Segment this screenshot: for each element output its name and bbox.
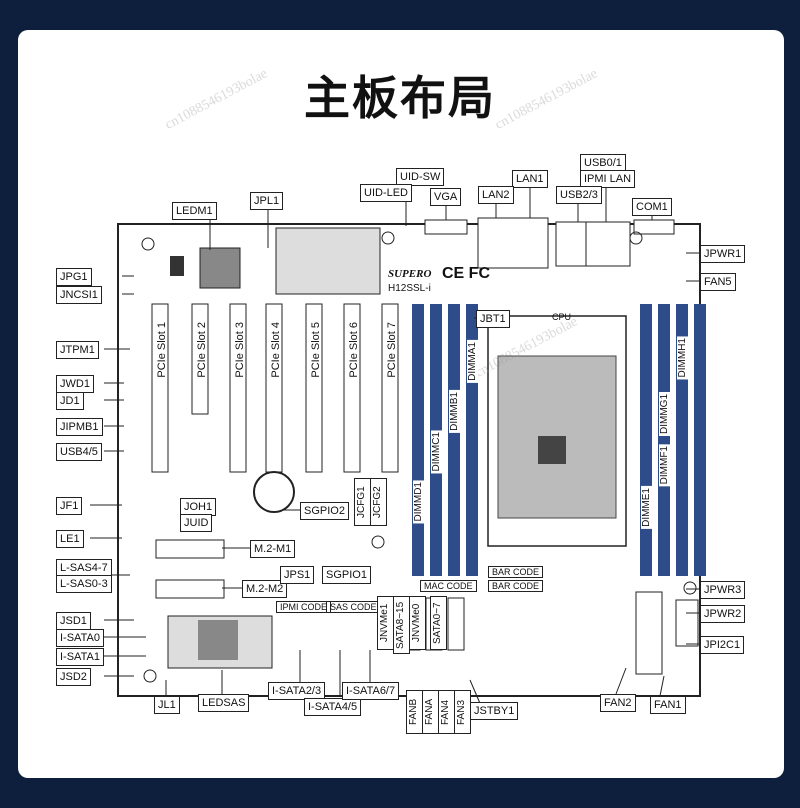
label-sata815: SATA8~15 <box>393 596 410 654</box>
dimm-a1: DIMMA1 <box>467 340 478 383</box>
label-jstby1: JSTBY1 <box>470 702 519 720</box>
label-sgpio2: SGPIO2 <box>300 502 349 520</box>
label-jbt1: JBT1 <box>476 310 510 328</box>
cpu-label: CPU <box>552 312 572 322</box>
label-isata0: I-SATA0 <box>56 629 104 647</box>
dimm-f1: DIMMF1 <box>659 444 670 487</box>
label-jd1: JD1 <box>56 392 84 410</box>
label-jpwr3: JPWR3 <box>700 581 746 599</box>
label-vga: VGA <box>430 188 462 206</box>
pcie-slot-7: PCIe Slot 7 <box>386 322 398 378</box>
page-title: 主板布局 <box>304 71 496 125</box>
label-lan2: LAN2 <box>478 186 514 204</box>
lan-ports <box>477 217 549 269</box>
label-fan1: FAN1 <box>650 696 686 714</box>
label-jpwr1: JPWR1 <box>700 245 746 263</box>
label-ipmi-lan: IPMI LAN <box>580 170 636 188</box>
label-ledm1: LEDM1 <box>172 202 217 220</box>
jpwr3-connector <box>635 591 663 675</box>
label-jsd2: JSD2 <box>56 668 91 686</box>
label-sata07: SATA0~7 <box>430 596 447 650</box>
dimm-h1: DIMMH1 <box>677 336 688 380</box>
pcie-slot-2: PCIe Slot 2 <box>196 322 208 378</box>
label-jpi2c1: JPI2C1 <box>700 636 745 654</box>
aspeed-area <box>275 227 381 295</box>
label-jps1: JPS1 <box>280 566 315 584</box>
board-model: H12SSL-i <box>388 283 431 294</box>
label-sgpio1: SGPIO1 <box>322 566 371 584</box>
label-jnvme0: JNVMe0 <box>409 596 426 650</box>
label-isata67: I-SATA6/7 <box>342 682 400 700</box>
pcie-slot-5: PCIe Slot 5 <box>310 322 322 378</box>
dimm-e1: DIMME1 <box>641 486 652 529</box>
label-juid: JUID <box>180 514 213 532</box>
m2-slot-2 <box>155 579 225 599</box>
label-usb45: USB4/5 <box>56 443 102 461</box>
vga-port <box>424 219 468 235</box>
bar-code-1: BAR CODE <box>488 566 544 578</box>
pcie-slot-6: PCIe Slot 6 <box>348 322 360 378</box>
label-usb23: USB2/3 <box>556 186 602 204</box>
label-fan2: FAN2 <box>600 694 636 712</box>
m2-slot-1 <box>155 539 225 559</box>
label-fan4: FAN4 <box>438 690 455 734</box>
label-lsas03: L-SAS0-3 <box>56 575 112 593</box>
label-jcfg2: JCFG2 <box>370 478 387 526</box>
label-fana: FANA <box>422 690 439 734</box>
label-uid-led: UID-LED <box>360 184 413 202</box>
dimm-c1: DIMMC1 <box>431 430 442 474</box>
ce-mark: CE FC <box>442 265 490 282</box>
label-le1: LE1 <box>56 530 84 548</box>
battery <box>253 471 295 513</box>
label-jpg1: JPG1 <box>56 268 92 286</box>
dimm-b1: DIMMB1 <box>449 390 460 433</box>
label-jncsi1: JNCSI1 <box>56 286 102 304</box>
dimm-g1: DIMMG1 <box>659 392 670 436</box>
label-isata23: I-SATA2/3 <box>268 682 326 700</box>
pcie-slot-1: PCIe Slot 1 <box>156 322 168 378</box>
label-ledsas: LEDSAS <box>198 694 250 712</box>
dimm-d1: DIMMD1 <box>413 480 424 524</box>
pcie-slot-group <box>151 303 399 473</box>
jpwr2-connector <box>675 599 699 647</box>
label-jwd1: JWD1 <box>56 375 94 393</box>
label-lan1: LAN1 <box>512 170 548 188</box>
label-jtpm1: JTPM1 <box>56 341 99 359</box>
label-jf1: JF1 <box>56 497 83 515</box>
board-brand: SUPERO <box>388 268 432 280</box>
label-uid-sw: UID-SW <box>396 168 445 186</box>
label-fan3: FAN3 <box>454 690 471 734</box>
label-jpl1: JPL1 <box>250 192 284 210</box>
label-isata1: I-SATA1 <box>56 648 104 666</box>
ipmi-code: IPMI CODE <box>276 601 332 613</box>
pcie-slot-4: PCIe Slot 4 <box>270 322 282 378</box>
label-fan5: FAN5 <box>700 273 736 291</box>
label-jnvme1: JNVMe1 <box>377 596 394 650</box>
label-fanb: FANB <box>406 690 423 734</box>
label-jl1: JL1 <box>154 696 180 714</box>
label-jsd1: JSD1 <box>56 612 91 630</box>
bar-code-2: BAR CODE <box>488 580 544 592</box>
sas-code: SAS CODE <box>326 601 381 613</box>
com-port <box>633 219 675 235</box>
mac-code: MAC CODE <box>420 580 477 592</box>
label-com1: COM1 <box>632 198 672 216</box>
dimm-right-group <box>640 304 706 576</box>
pcie-slot-3: PCIe Slot 3 <box>234 322 246 378</box>
label-jpwr2: JPWR2 <box>700 605 746 623</box>
label-jcfg1: JCFG1 <box>354 478 371 526</box>
label-jipmb1: JIPMB1 <box>56 418 103 436</box>
label-m2m1: M.2-M1 <box>250 540 296 558</box>
bmc-chip <box>199 247 241 289</box>
label-isata45: I-SATA4/5 <box>304 698 362 716</box>
ipmi-lan-port <box>585 221 631 267</box>
label-m2m2: M.2-M2 <box>242 580 288 598</box>
